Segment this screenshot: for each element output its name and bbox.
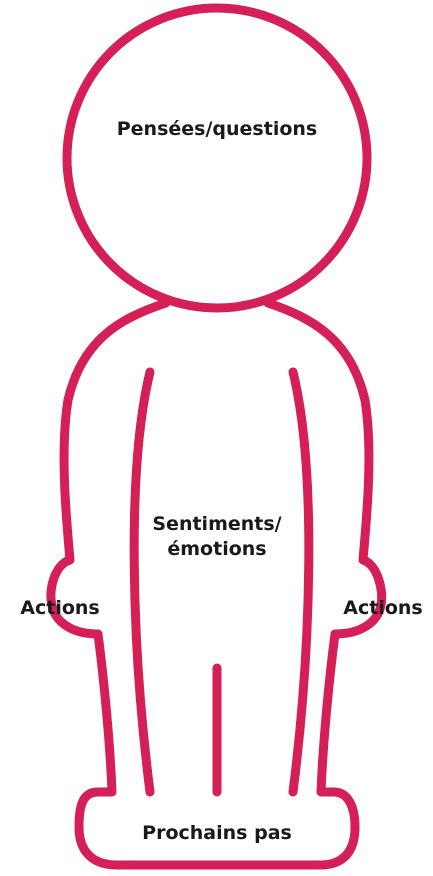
right-arm-line: [293, 372, 309, 792]
next-steps-label: Prochains pas: [112, 821, 322, 846]
head-circle: [67, 8, 367, 308]
actions-left-label: Actions: [10, 596, 110, 621]
left-arm-line: [134, 372, 150, 792]
feelings-emotions-label: Sentiments/ émotions: [136, 512, 298, 562]
actions-right-label: Actions: [333, 596, 433, 621]
thoughts-questions-label: Pensées/questions: [112, 117, 322, 142]
